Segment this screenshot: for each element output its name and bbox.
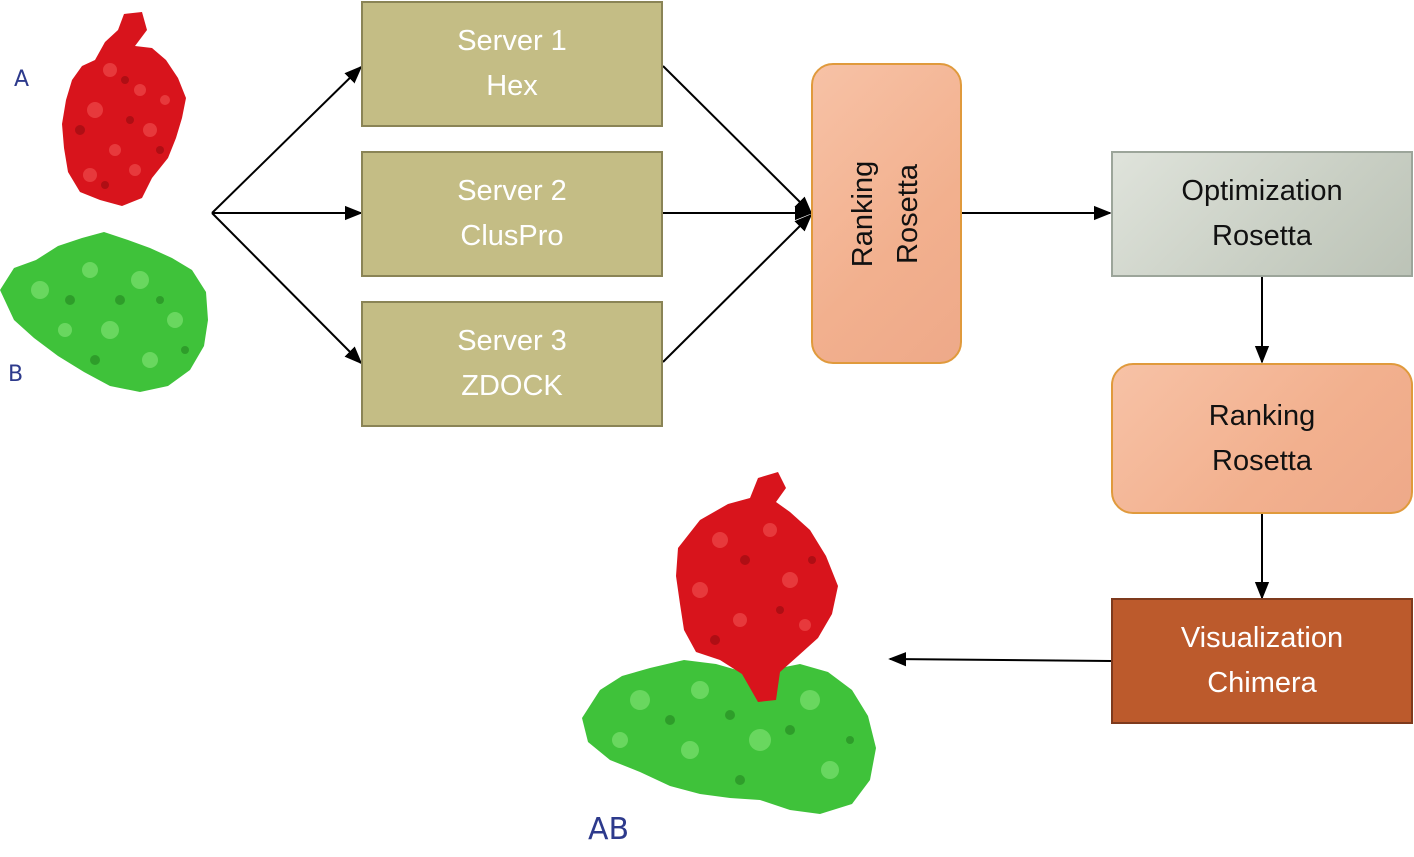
protein-b-label: B [8,362,24,387]
ranking-1-title: Ranking [847,160,880,267]
arrow-to-server3 [211,212,363,365]
ranking-2-tool: Rosetta [1212,444,1312,477]
arrow-visualization-to-complex [888,651,1112,667]
visualization-title: Visualization [1180,622,1344,654]
ranking-2-title: Ranking [1208,399,1316,432]
arrow-server3-to-ranking [662,213,813,363]
arrow-to-server1 [211,65,363,214]
ranking-1-tool: Rosetta [892,163,925,264]
server-3-box: Server 3 ZDOCK [361,301,663,427]
server-3-title: Server 3 [457,325,567,357]
protein-a-label: A [14,67,30,92]
ranking-2-box: Ranking Rosetta [1111,363,1413,514]
server-2-box: Server 2 ClusPro [361,151,663,277]
arrow-server1-to-ranking [662,65,813,215]
visualization-tool: Chimera [1207,667,1317,699]
optimization-box: Optimization Rosetta [1111,151,1413,277]
server-2-title: Server 2 [457,175,567,207]
visualization-box: Visualization Chimera [1111,598,1413,724]
optimization-tool: Rosetta [1212,220,1312,252]
ranking-1-box: Ranking Rosetta [811,63,962,364]
optimization-title: Optimization [1181,175,1343,207]
complex-ab-label: AB [588,812,630,847]
server-2-tool: ClusPro [460,220,564,252]
server-1-box: Server 1 Hex [361,1,663,127]
server-3-tool: ZDOCK [461,370,563,402]
server-1-tool: Hex [486,70,538,102]
server-1-title: Server 1 [457,25,567,57]
